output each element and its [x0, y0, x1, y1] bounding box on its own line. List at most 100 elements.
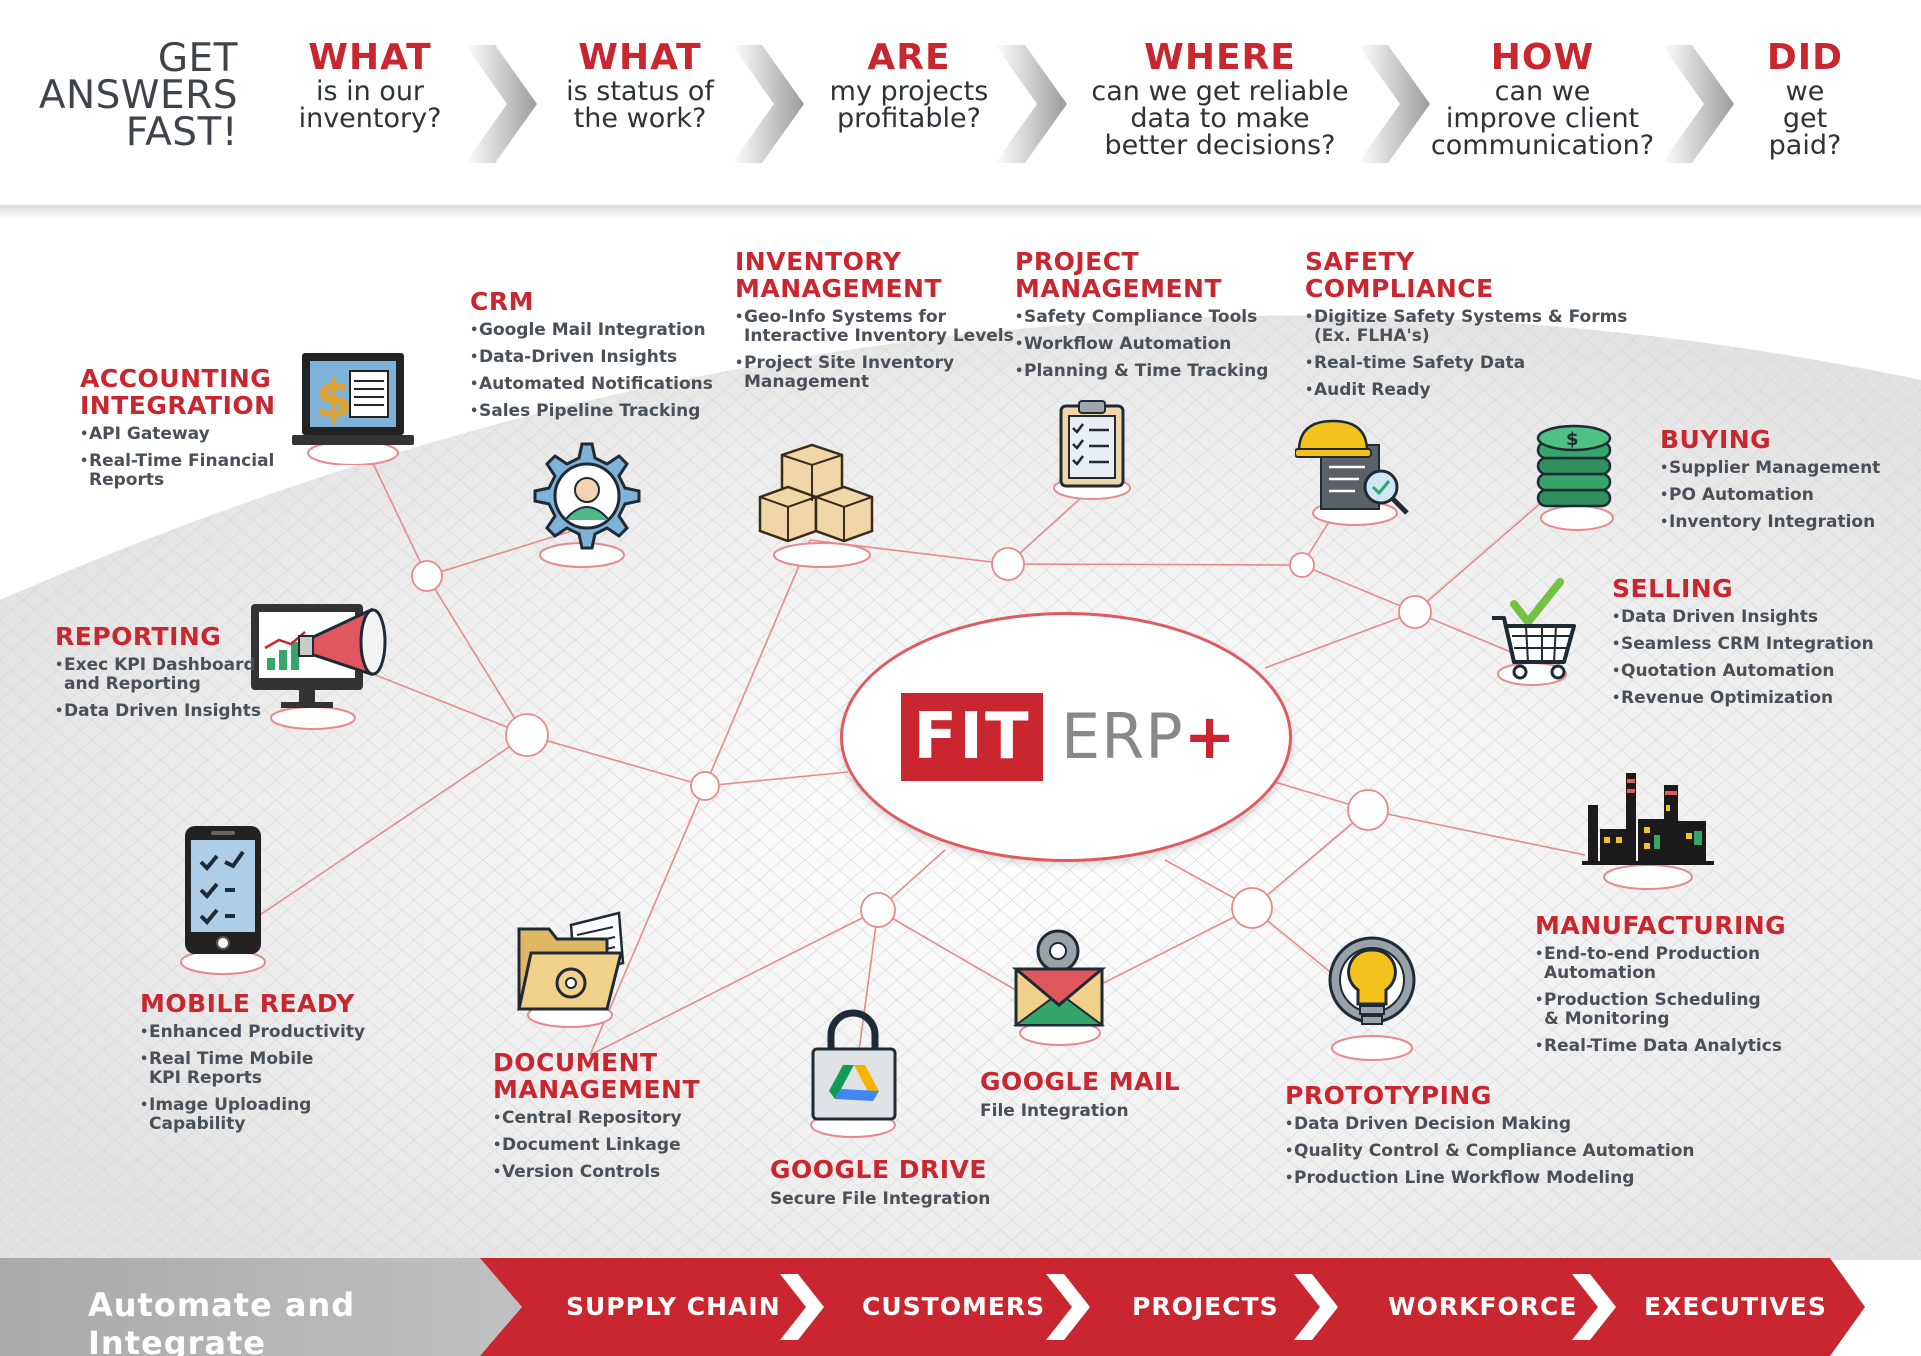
question-keyword: WHERE: [1144, 37, 1296, 78]
footer-tagline: Automate and Integrate: [88, 1286, 356, 1356]
module-reporting: REPORTING Exec KPI Dashboard and Reporti…: [55, 623, 261, 729]
module-feature: Production Line Workflow Modeling: [1285, 1169, 1695, 1189]
question-text: the work?: [573, 103, 707, 134]
footer-item-supply-chain: SUPPLY CHAIN: [566, 1292, 781, 1321]
question-text: better decisions?: [1104, 130, 1336, 161]
question-text: get: [1782, 103, 1828, 134]
footer-item-workforce: WORKFORCE: [1388, 1292, 1578, 1321]
module-feature: Planning & Time Tracking: [1015, 362, 1268, 382]
module-feature: Inventory Integration: [1660, 513, 1880, 533]
module-feature: Real-time Safety Data: [1305, 354, 1627, 374]
footer-banner: Automate and Integrate SUPPLY CHAIN CUST…: [0, 1258, 1921, 1356]
module-accounting-integration: ACCOUNTING INTEGRATION API GatewayReal-T…: [80, 365, 276, 498]
module-feature: Workflow Automation: [1015, 335, 1268, 355]
module-manufacturing: MANUFACTURING End-to-end Production Auto…: [1535, 912, 1786, 1064]
module-title: MOBILE READY: [140, 989, 355, 1018]
module-title: MANUFACTURING: [1535, 911, 1787, 940]
question-keyword: HOW: [1490, 37, 1595, 78]
smartphone-checklist-icon: [180, 826, 266, 975]
module-title: DOCUMENT: [493, 1048, 658, 1077]
module-feature: Image Uploading Capability: [140, 1096, 365, 1134]
module-title: SAFETY: [1305, 247, 1415, 276]
module-mobile-ready: MOBILE READY Enhanced ProductivityReal T…: [140, 990, 365, 1142]
module-title: GOOGLE DRIVE: [770, 1155, 987, 1184]
module-title: GOOGLE MAIL: [980, 1067, 1181, 1096]
megaphone-monitor-icon: [251, 604, 387, 730]
question-text: paid?: [1768, 130, 1842, 161]
hero-line: GET: [157, 36, 238, 81]
module-feature: Geo-Info Systems for Interactive Invento…: [735, 308, 1014, 346]
module-feature: Supplier Management: [1660, 459, 1880, 479]
module-title: CRM: [470, 287, 534, 316]
module-title: MANAGEMENT: [493, 1075, 701, 1104]
module-prototyping: PROTOTYPING Data Driven Decision MakingQ…: [1285, 1082, 1695, 1196]
module-subtitle: File Integration: [980, 1101, 1129, 1121]
question-text: we: [1785, 76, 1825, 107]
logo-erp: ERP+: [1061, 695, 1237, 779]
question-text: is status of: [566, 76, 714, 107]
question-keyword: DID: [1766, 37, 1844, 78]
svg-text:$: $: [1566, 429, 1579, 450]
module-feature: Seamless CRM Integration: [1612, 635, 1874, 655]
lightbulb-gear-icon: [1328, 936, 1416, 1061]
svg-text:$: $: [316, 370, 352, 430]
module-title: PROJECT: [1015, 247, 1140, 276]
logo-plus: +: [1183, 700, 1237, 773]
boxes-icon: [758, 443, 874, 568]
module-feature: Project Site Inventory Management: [735, 354, 1014, 392]
logo-erp-text: ERP: [1061, 700, 1184, 773]
question-inventory: WHAT is in our inventory?: [290, 37, 450, 134]
module-feature: Enhanced Productivity: [140, 1023, 365, 1043]
factory-icon: [1582, 773, 1714, 890]
module-selling: SELLING Data Driven InsightsSeamless CRM…: [1612, 575, 1874, 716]
hero-line: ANSWERS: [38, 73, 238, 118]
module-feature: Data Driven Decision Making: [1285, 1115, 1695, 1135]
module-feature: Production Scheduling & Monitoring: [1535, 991, 1786, 1029]
laptop-dollar-icon: $: [292, 353, 414, 465]
module-title: BUYING: [1660, 425, 1772, 454]
module-feature: Automated Notifications: [470, 375, 713, 395]
question-keyword: WHAT: [578, 37, 702, 78]
module-title: COMPLIANCE: [1305, 274, 1494, 303]
question-profitability: ARE my projects profitable?: [820, 38, 998, 134]
module-title: INTEGRATION: [80, 391, 276, 420]
chevron-right-icon: [1294, 1274, 1338, 1340]
chevron-right-icon: [995, 45, 1067, 163]
module-feature: Document Linkage: [493, 1136, 700, 1156]
fit-erp-logo: FIT ERP+: [840, 612, 1292, 862]
module-feature: Real Time Mobile KPI Reports: [140, 1050, 365, 1088]
module-title: REPORTING: [55, 622, 222, 651]
question-text: data to make: [1130, 103, 1310, 134]
module-feature: Data-Driven Insights: [470, 348, 713, 368]
module-title: SELLING: [1612, 574, 1734, 603]
mail-gear-icon: [1012, 929, 1107, 1046]
module-feature: Audit Ready: [1305, 381, 1627, 401]
module-feature: Quality Control & Compliance Automation: [1285, 1142, 1695, 1162]
gear-support-icon: [533, 442, 641, 568]
module-feature: Exec KPI Dashboard and Reporting: [55, 656, 261, 694]
module-feature: Safety Compliance Tools: [1015, 308, 1268, 328]
question-text: profitable?: [837, 103, 981, 134]
module-document-management: DOCUMENT MANAGEMENT Central RepositoryDo…: [493, 1049, 700, 1190]
hero-line: FAST!: [125, 110, 238, 155]
module-feature: Quotation Automation: [1612, 662, 1874, 682]
coin-stack-icon: $: [1536, 424, 1614, 531]
chevron-right-icon: [732, 45, 804, 163]
chevron-right-icon: [1572, 1274, 1616, 1340]
module-title: MANAGEMENT: [735, 274, 943, 303]
google-drive-lock-icon: [810, 1009, 897, 1138]
question-text: inventory?: [298, 103, 442, 134]
header-bar: GET ANSWERS FAST! WHAT is in our invento…: [0, 0, 1921, 210]
footer-tagline-panel: Automate and Integrate: [0, 1258, 530, 1356]
module-title: INVENTORY: [735, 247, 902, 276]
clipboard-checklist-icon: [1053, 400, 1131, 500]
question-text: improve client: [1445, 103, 1640, 134]
question-work-status: WHAT is status of the work?: [560, 37, 720, 134]
module-title: MANAGEMENT: [1015, 274, 1223, 303]
question-client-communication: HOW can we improve client communication?: [1420, 37, 1665, 160]
module-buying: BUYING Supplier ManagementPO AutomationI…: [1660, 426, 1880, 540]
question-text: can we get reliable: [1091, 76, 1349, 107]
question-keyword: WHAT: [308, 37, 432, 78]
module-feature: Data Driven Insights: [55, 702, 261, 722]
footer-item-customers: CUSTOMERS: [862, 1292, 1046, 1321]
